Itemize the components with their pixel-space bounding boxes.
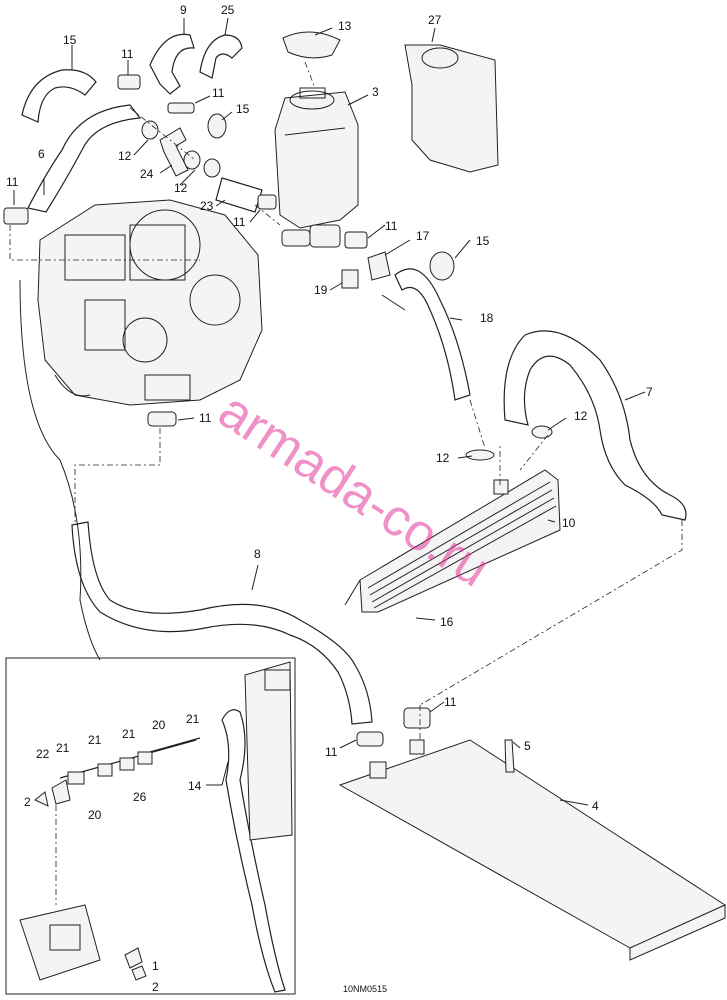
- clamp-11-res: [344, 231, 368, 249]
- coolant-reservoir-3: [274, 87, 359, 248]
- callout-2: 2: [24, 795, 31, 809]
- cooler-4: [338, 739, 727, 961]
- ring-12-b: [183, 150, 201, 170]
- callout-12: 12: [574, 409, 588, 423]
- callout-11: 11: [444, 695, 457, 709]
- hose-25: [199, 34, 243, 79]
- clamp-11-engine: [147, 411, 177, 427]
- clamp-11-top: [117, 74, 141, 90]
- callout-11: 11: [385, 219, 398, 233]
- callout-7: 7: [646, 385, 653, 399]
- sensor-5: [504, 739, 515, 773]
- clamp-11-mid: [167, 102, 195, 114]
- cap-13: [282, 31, 341, 59]
- callout-5: 5: [524, 739, 531, 753]
- engine-block: [37, 199, 263, 406]
- hose-15-left: [21, 69, 97, 123]
- callout-11: 11: [121, 47, 134, 61]
- ring-12-e: [465, 449, 495, 461]
- inset-frame: [5, 657, 296, 995]
- spring-15-right: [429, 251, 455, 281]
- callout-12: 12: [174, 181, 188, 195]
- callout-17: 17: [416, 229, 430, 243]
- callout-10: 10: [562, 516, 576, 530]
- callout-25: 25: [221, 3, 235, 17]
- clamp-11-hose8: [356, 731, 384, 747]
- drawing-code: 10NM0515: [343, 984, 387, 994]
- callout-11: 11: [233, 215, 246, 229]
- clamp-11-cooler: [403, 707, 431, 729]
- callout-2: 2: [152, 980, 159, 994]
- callout-21: 21: [122, 727, 136, 741]
- hose-23: [215, 177, 263, 213]
- clamp-17: [367, 251, 391, 281]
- hose-7: [503, 330, 687, 521]
- callout-8: 8: [254, 547, 261, 561]
- callout-3: 3: [372, 85, 379, 99]
- ring-12-d: [531, 425, 553, 439]
- callout-11: 11: [212, 86, 225, 100]
- leader-lines: [13, 17, 646, 806]
- hose-8: [71, 521, 373, 725]
- callout-26: 26: [133, 790, 147, 804]
- watermark: armada-co.ru: [208, 381, 499, 598]
- clamp-11-left: [3, 207, 29, 225]
- clamp-11-23: [257, 194, 277, 210]
- hose-6: [27, 104, 142, 213]
- callout-12: 12: [118, 149, 132, 163]
- bracket-27: [404, 44, 499, 173]
- callout-21: 21: [186, 712, 200, 726]
- callout-labels: 15 11 9 25 13 27 11 3 15 12 6 24 12 11 2…: [6, 3, 653, 994]
- bracket-19: [341, 269, 359, 289]
- callout-24: 24: [140, 167, 154, 181]
- callout-9: 9: [180, 3, 187, 17]
- callout-1: 1: [152, 959, 159, 973]
- hose-18: [394, 268, 471, 401]
- callout-21: 21: [56, 741, 70, 755]
- callout-20: 20: [88, 808, 102, 822]
- callout-22: 22: [36, 747, 50, 761]
- callout-20: 20: [152, 718, 166, 732]
- callout-11: 11: [6, 175, 19, 189]
- callout-11: 11: [325, 745, 338, 759]
- callout-4: 4: [592, 799, 599, 813]
- callout-14: 14: [188, 779, 202, 793]
- callout-27: 27: [428, 13, 442, 27]
- inset-detail: [19, 661, 293, 993]
- callout-15: 15: [476, 234, 490, 248]
- elbow-9: [149, 33, 195, 95]
- ring-12-c: [203, 158, 221, 178]
- callout-19: 19: [314, 283, 328, 297]
- callout-12: 12: [436, 451, 450, 465]
- callout-23: 23: [200, 199, 214, 213]
- callout-6: 6: [38, 147, 45, 161]
- spring-15-mid: [207, 113, 227, 139]
- callout-18: 18: [480, 311, 494, 325]
- tee-24: [159, 127, 189, 177]
- callout-13: 13: [338, 19, 352, 33]
- callout-11: 11: [199, 411, 212, 425]
- callout-21: 21: [88, 733, 102, 747]
- callout-15: 15: [63, 33, 77, 47]
- callout-16: 16: [440, 615, 454, 629]
- callout-15: 15: [236, 102, 250, 116]
- ring-12-a: [141, 120, 159, 140]
- heat-exchanger-10: [344, 469, 561, 613]
